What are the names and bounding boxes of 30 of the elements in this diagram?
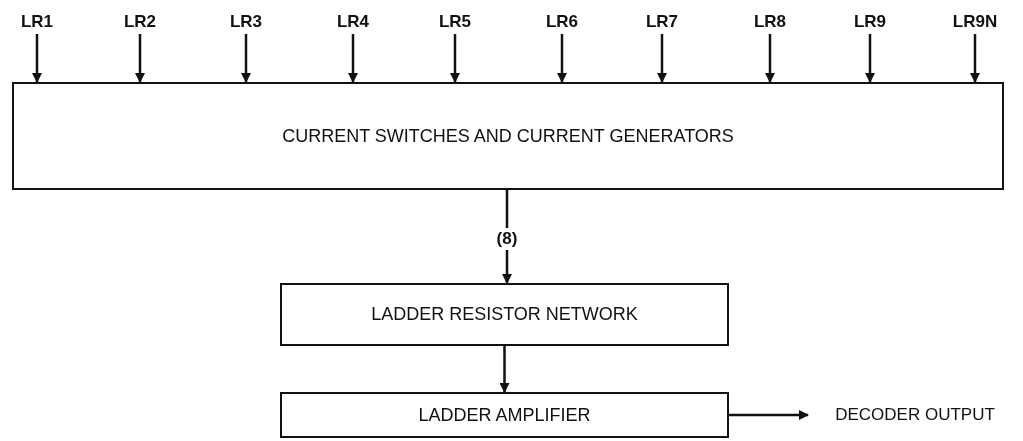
signal-label: LR2 (110, 10, 170, 34)
edge-label: (8) (494, 227, 520, 250)
arrow (450, 34, 460, 83)
signal-label: DECODER OUTPUT (812, 403, 1018, 427)
signal-label: LR1 (7, 10, 67, 34)
block-box (280, 283, 729, 346)
signal-label: LR5 (425, 10, 485, 34)
signal-label: LR9N (945, 10, 1005, 34)
arrow (32, 34, 42, 83)
arrow (348, 34, 358, 83)
block-label: LADDER AMPLIFIER (418, 404, 591, 426)
signal-label: LR7 (632, 10, 692, 34)
block-box (280, 392, 729, 438)
block-label: LADDER RESISTOR NETWORK (371, 304, 638, 325)
arrow (557, 34, 567, 83)
signal-label: LR6 (532, 10, 592, 34)
signal-label: LR8 (740, 10, 800, 34)
block-label: CURRENT SWITCHES AND CURRENT GENERATORS (282, 125, 734, 147)
block-box (12, 82, 1004, 190)
signal-label: LR3 (216, 10, 276, 34)
arrow (241, 34, 251, 83)
arrow (729, 410, 809, 420)
arrow (657, 34, 667, 83)
arrow (765, 34, 775, 83)
signal-label: LR4 (323, 10, 383, 34)
arrow (970, 34, 980, 83)
arrow (865, 34, 875, 83)
arrow (135, 34, 145, 83)
arrow (499, 346, 510, 393)
signal-label: LR9 (840, 10, 900, 34)
